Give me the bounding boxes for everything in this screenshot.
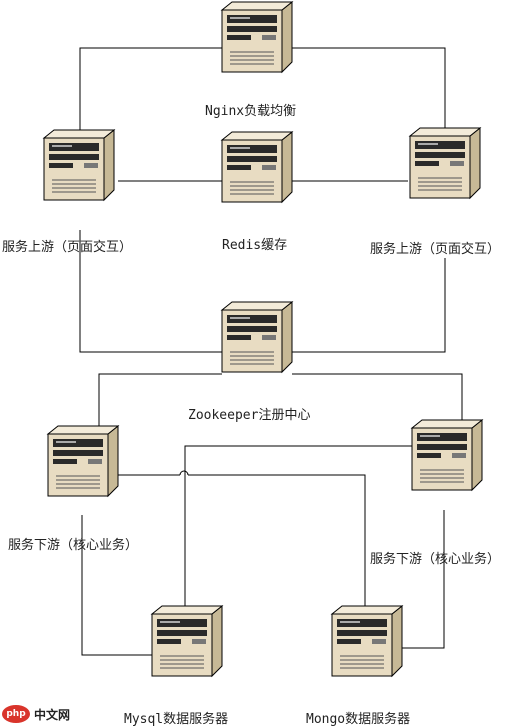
mongo-server	[331, 605, 403, 677]
upstream-right-label: 服务上游（页面交互）	[370, 242, 501, 257]
upstream-left-server	[43, 129, 115, 201]
watermark-logo: php	[2, 705, 30, 723]
upstream-left-label: 服务上游（页面交互）	[2, 240, 133, 255]
nginx-server	[221, 1, 293, 73]
downstream-left-label: 服务下游（核心业务）	[8, 538, 139, 553]
redis-server	[221, 131, 293, 203]
watermark: php 中文网	[2, 704, 70, 724]
mysql-label: Mysql数据服务器	[124, 712, 229, 727]
mongo-label: Mongo数据服务器	[306, 712, 411, 727]
nginx-label: Nginx负载均衡	[205, 104, 297, 119]
redis-label: Redis缓存	[222, 238, 288, 253]
mysql-server	[151, 605, 223, 677]
upstream-right-server	[409, 127, 481, 199]
downstream-right-label: 服务下游（核心业务）	[370, 552, 501, 567]
watermark-text: 中文网	[34, 707, 71, 722]
zookeeper-label: Zookeeper注册中心	[188, 408, 311, 423]
zookeeper-server	[221, 301, 293, 373]
downstream-left-server	[47, 425, 119, 497]
connection-lines	[79, 47, 463, 656]
downstream-right-server	[411, 419, 483, 491]
